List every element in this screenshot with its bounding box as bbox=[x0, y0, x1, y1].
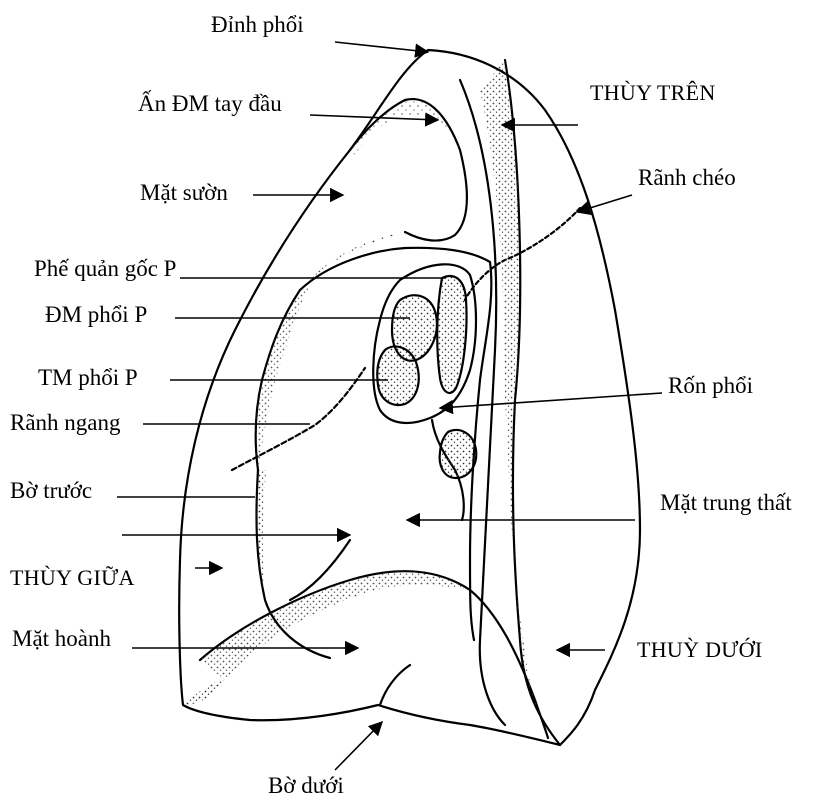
pulmonary-vein-shape bbox=[377, 346, 418, 405]
leader-apex bbox=[335, 42, 428, 52]
label-main-bronchus: Phế quản gốc P bbox=[34, 256, 176, 282]
label-horizontal-fissure: Rãnh ngang bbox=[10, 410, 121, 436]
label-brachiocephalic-groove: Ấn ĐM tay đầu bbox=[138, 91, 282, 117]
label-mediastinal-surface: Mặt trung thất bbox=[660, 490, 792, 516]
label-pulmonary-artery: ĐM phổi P bbox=[45, 302, 147, 328]
oblique-fissure-line bbox=[465, 208, 580, 300]
label-apex: Đỉnh phổi bbox=[211, 12, 304, 38]
horizontal-fissure-line bbox=[232, 368, 365, 470]
label-middle-lobe: THÙY GIỮA bbox=[10, 565, 135, 591]
label-pulmonary-vein: TM phổi P bbox=[38, 365, 138, 391]
lower-vein-shape bbox=[440, 430, 477, 478]
label-diaphragmatic-surface: Mặt hoành bbox=[12, 626, 111, 652]
costal-bulge bbox=[350, 99, 467, 240]
label-anterior-border: Bờ trước bbox=[10, 478, 92, 504]
label-costal-surface: Mặt sườn bbox=[140, 180, 228, 206]
leader-oblique-fissure bbox=[577, 195, 632, 212]
label-inferior-border: Bờ dưới bbox=[268, 773, 344, 799]
leader-lines bbox=[117, 42, 662, 770]
label-oblique-fissure: Rãnh chéo bbox=[638, 165, 736, 191]
label-lower-lobe: THUỲ DƯỚI bbox=[637, 637, 762, 663]
label-hilum: Rốn phổi bbox=[668, 373, 753, 399]
leader-inferior-border bbox=[335, 722, 382, 770]
bronchus-shape bbox=[437, 276, 466, 393]
label-upper-lobe: THÙY TRÊN bbox=[590, 80, 716, 106]
stipple-shading bbox=[183, 60, 560, 745]
